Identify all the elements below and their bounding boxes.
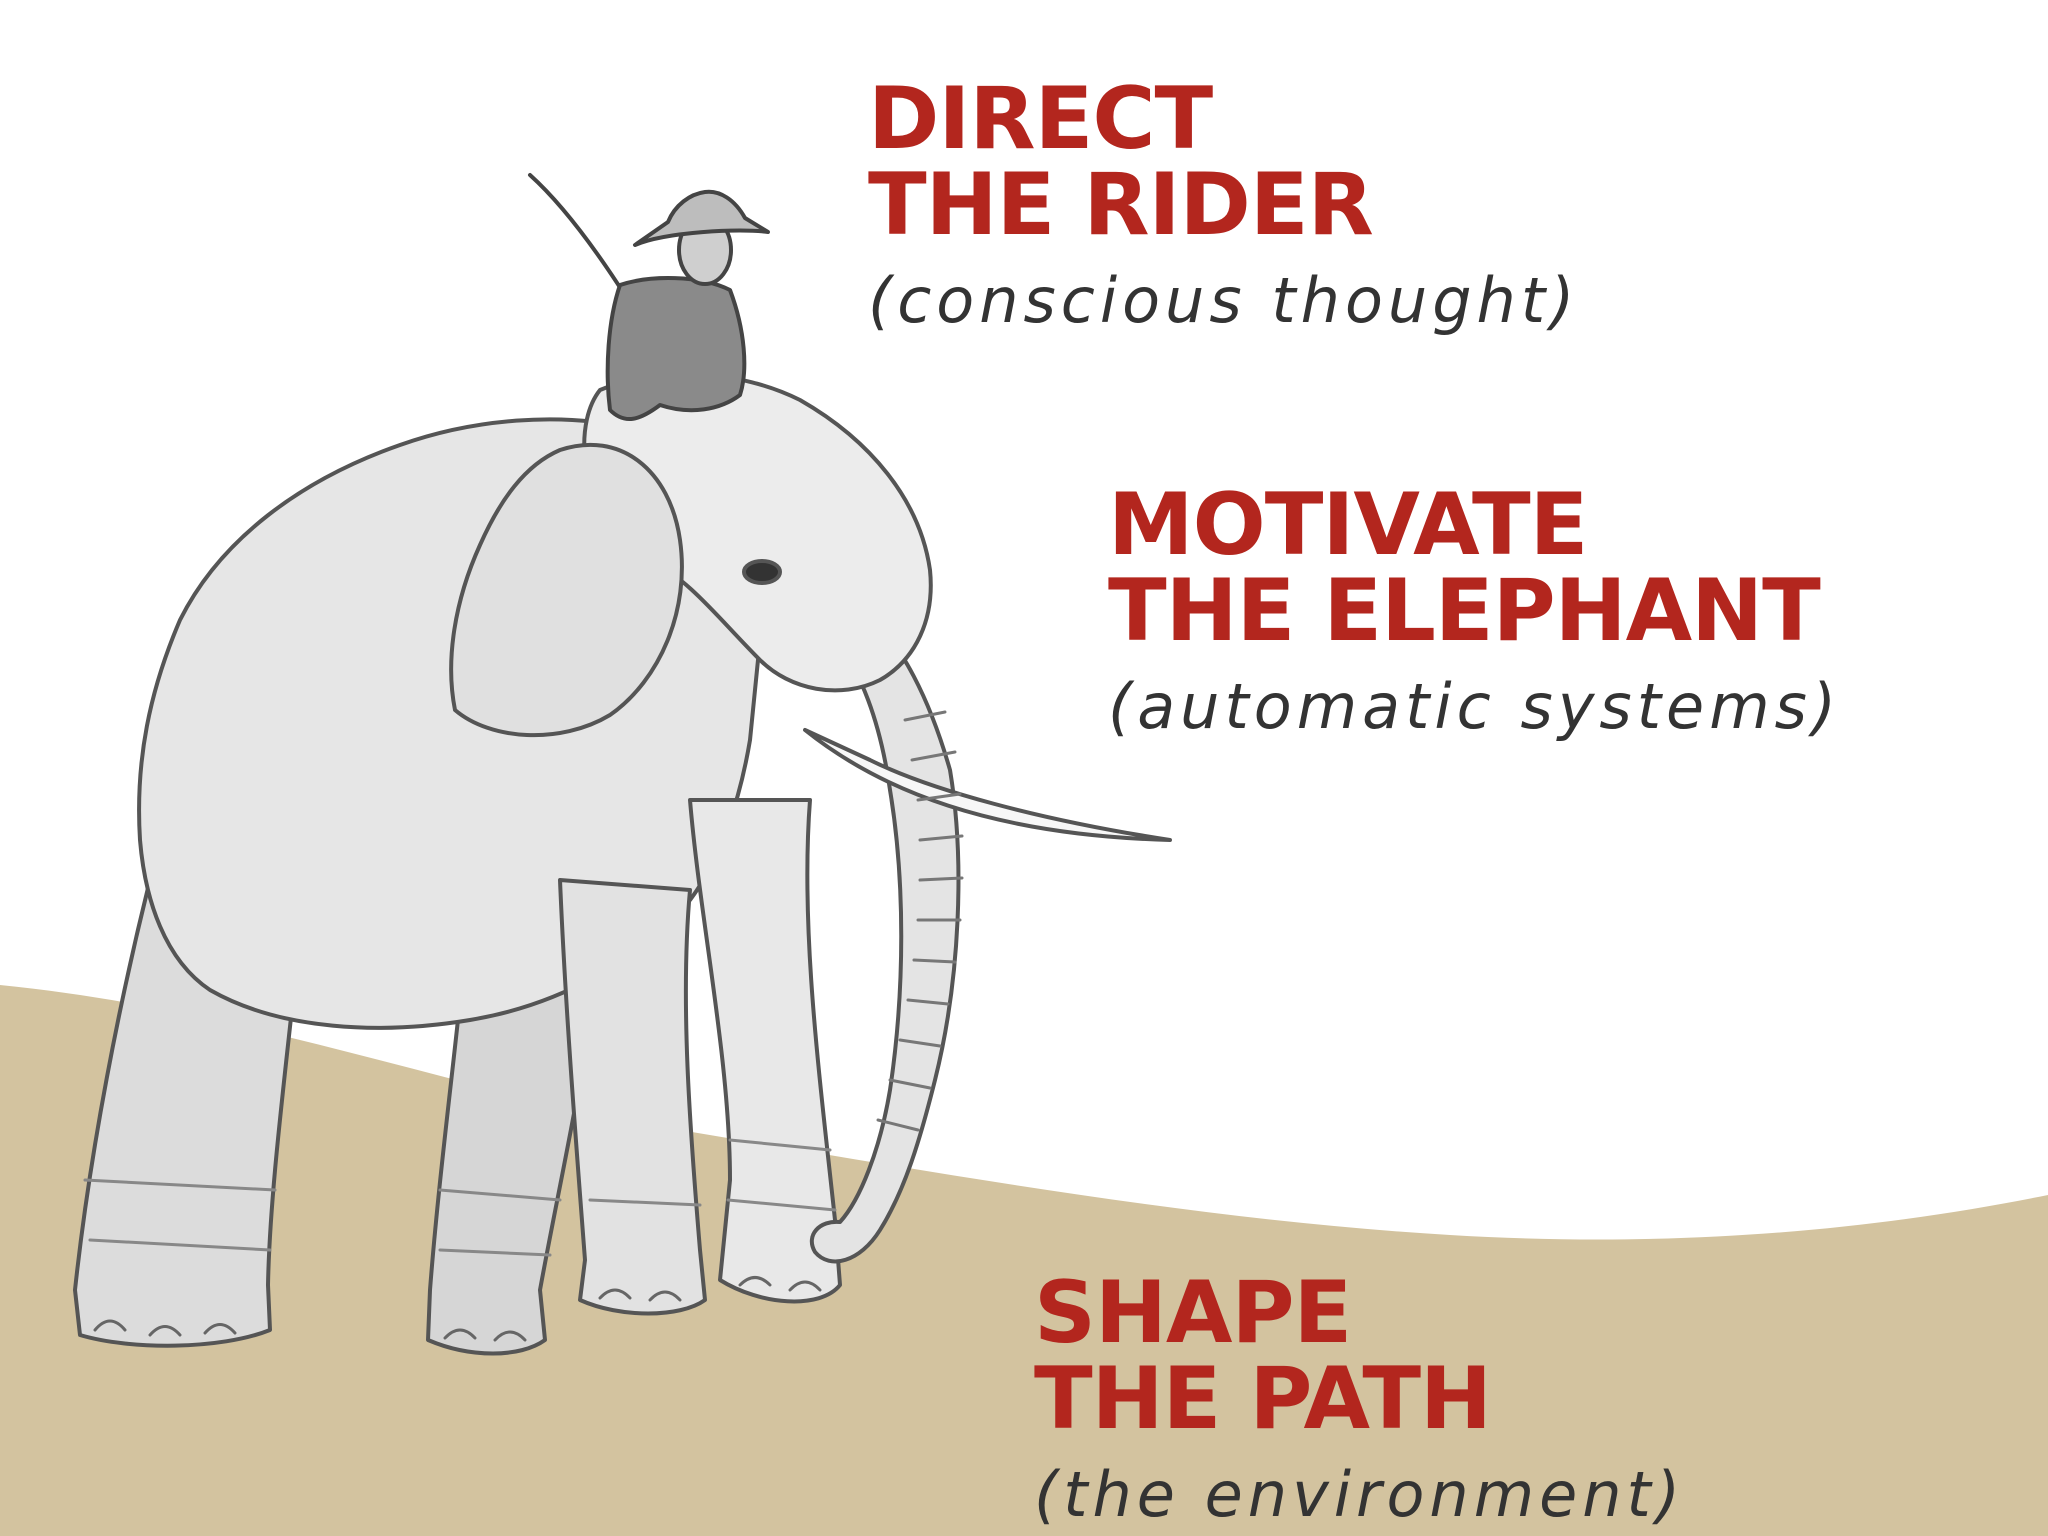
rider-body — [605, 276, 747, 421]
rider-heading-line1: DIRECT — [868, 69, 1213, 169]
rider-heading-line2: THE RIDER — [868, 155, 1374, 255]
elephant-front-leg-left — [558, 878, 707, 1316]
elephant-eye — [742, 559, 782, 585]
toes — [93, 1276, 822, 1342]
elephant-tusk — [803, 728, 1172, 842]
elephant-subtitle: (automatic systems) — [1108, 670, 1842, 743]
elephant-ear — [449, 442, 684, 738]
trunk-wrinkles — [876, 710, 964, 1132]
elephant-figure — [73, 372, 1172, 1356]
rider-figure — [528, 173, 770, 421]
rider-subtitle: (conscious thought) — [868, 264, 1580, 337]
elephant-label: MOTIVATE THE ELEPHANT (automatic systems… — [1108, 482, 1841, 742]
path-heading-line2: THE PATH — [1034, 1349, 1492, 1449]
ground-path — [0, 985, 2048, 1536]
elephant-heading-line2: THE ELEPHANT — [1108, 561, 1821, 661]
leg-creases — [83, 1138, 837, 1257]
elephant-heading-line1: MOTIVATE — [1108, 475, 1588, 575]
rider-hat — [633, 189, 770, 247]
path-label: SHAPE THE PATH (the environment) — [1034, 1270, 1685, 1530]
elephant-front-leg-right — [688, 798, 842, 1304]
rider-label: DIRECT THE RIDER (conscious thought) — [868, 76, 1579, 336]
path-heading-line1: SHAPE — [1034, 1263, 1352, 1363]
path-subtitle: (the environment) — [1034, 1458, 1686, 1531]
